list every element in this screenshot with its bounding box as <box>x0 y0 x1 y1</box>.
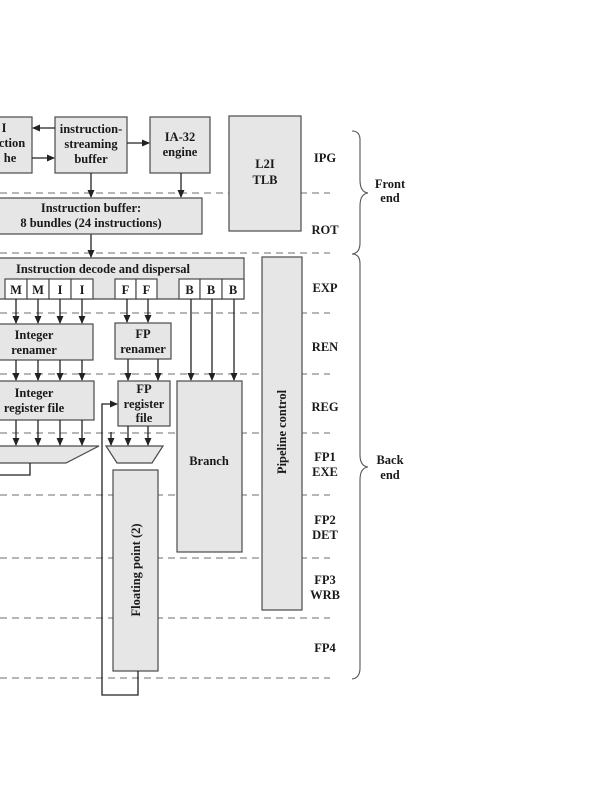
l1i-cache-label-1: I <box>2 121 7 135</box>
l2i-tlb-block: L2I TLB <box>228 115 302 232</box>
stage-ipg: IPG <box>314 151 337 165</box>
stage-fp1: FP1 <box>314 450 336 464</box>
stage-fp4: FP4 <box>314 641 336 655</box>
front-end-label-1: Front <box>375 177 406 191</box>
pipeline-control-block: Pipeline control <box>261 256 303 611</box>
port-f-2: F <box>143 283 151 297</box>
port-i-2: I <box>80 283 85 297</box>
back-end-label-1: Back <box>376 453 403 467</box>
ia32-engine-label-2: engine <box>163 145 198 159</box>
front-end-brace: Front end <box>351 130 406 255</box>
fp-writeback-loop <box>101 400 139 696</box>
streaming-buffer-label-2: streaming <box>64 137 118 151</box>
fp-register-file-label-3: file <box>136 411 153 425</box>
fp-register-file-label-2: register <box>124 397 165 411</box>
stage-fp2: FP2 <box>314 513 336 527</box>
decode-dispersal-label: Instruction decode and dispersal <box>16 262 191 276</box>
stage-fp3: FP3 <box>314 573 336 587</box>
branch-block: Branch <box>176 380 243 553</box>
pipeline-control-label: Pipeline control <box>275 389 289 474</box>
integer-alu-block <box>0 445 100 476</box>
integer-renamer-block: Integer renamer <box>0 323 94 361</box>
l1i-cache-label-2: ction <box>0 136 25 150</box>
l1i-cache-label-3: he <box>4 151 17 165</box>
port-f-1: F <box>122 283 130 297</box>
dispersal-wires <box>12 299 238 381</box>
integer-register-file-label-1: Integer <box>15 386 54 400</box>
fp-renamer-label-1: FP <box>135 327 151 341</box>
back-end-label-2: end <box>380 468 400 482</box>
branch-label: Branch <box>189 454 229 468</box>
streaming-buffer-block: instruction- streaming buffer <box>54 116 128 174</box>
back-end-brace: Back end <box>351 253 404 680</box>
front-end-label-2: end <box>380 191 400 205</box>
instruction-buffer-label-1: Instruction buffer: <box>41 201 141 215</box>
port-b-3: B <box>229 283 237 297</box>
l2i-tlb-label-2: TLB <box>252 173 277 187</box>
rename-wires <box>12 359 162 381</box>
decode-dispersal-block: Instruction decode and dispersal M M I I… <box>0 257 245 300</box>
floating-point-label: Floating point (2) <box>129 523 143 616</box>
dispersal-ports: M M I I F F B B B <box>4 278 245 300</box>
port-m-2: M <box>32 283 44 297</box>
instruction-buffer-label-2: 8 bundles (24 instructions) <box>20 216 161 230</box>
stage-wrb: WRB <box>310 588 340 602</box>
port-m-1: M <box>10 283 22 297</box>
fp-register-file-block: FP register file <box>117 380 171 427</box>
integer-register-file-label-2: register file <box>4 401 65 415</box>
fp-register-file-label-1: FP <box>136 382 152 396</box>
stage-det: DET <box>312 528 338 542</box>
integer-renamer-label-2: renamer <box>11 343 57 357</box>
stage-labels: IPG ROT EXP REN REG FP1 EXE FP2 DET FP3 … <box>310 151 340 655</box>
front-end-wires <box>32 124 185 258</box>
integer-exec-wires <box>12 420 86 446</box>
stage-exp: EXP <box>313 281 338 295</box>
streaming-buffer-label-3: buffer <box>74 152 108 166</box>
fp-exec-wires <box>107 426 152 446</box>
fp-alu-block <box>104 445 165 464</box>
port-b-2: B <box>207 283 215 297</box>
stage-exe: EXE <box>312 465 338 479</box>
ia32-engine-block: IA-32 engine <box>149 116 211 174</box>
streaming-buffer-label-1: instruction- <box>60 122 123 136</box>
stage-reg: REG <box>311 400 338 414</box>
integer-renamer-label-1: Integer <box>15 328 54 342</box>
floating-point-block: Floating point (2) <box>112 469 159 672</box>
l2i-tlb-label-1: L2I <box>255 157 275 171</box>
ia32-engine-label-1: IA-32 <box>165 130 196 144</box>
fp-renamer-label-2: renamer <box>120 342 166 356</box>
instruction-buffer-block: Instruction buffer: 8 bundles (24 instru… <box>0 197 203 235</box>
l1i-cache-block: I ction he <box>0 116 33 174</box>
port-i-1: I <box>58 283 63 297</box>
stage-ren: REN <box>312 340 338 354</box>
port-b-1: B <box>185 283 193 297</box>
integer-register-file-block: Integer register file <box>0 380 95 421</box>
fp-renamer-block: FP renamer <box>114 322 172 360</box>
stage-rot: ROT <box>311 223 339 237</box>
